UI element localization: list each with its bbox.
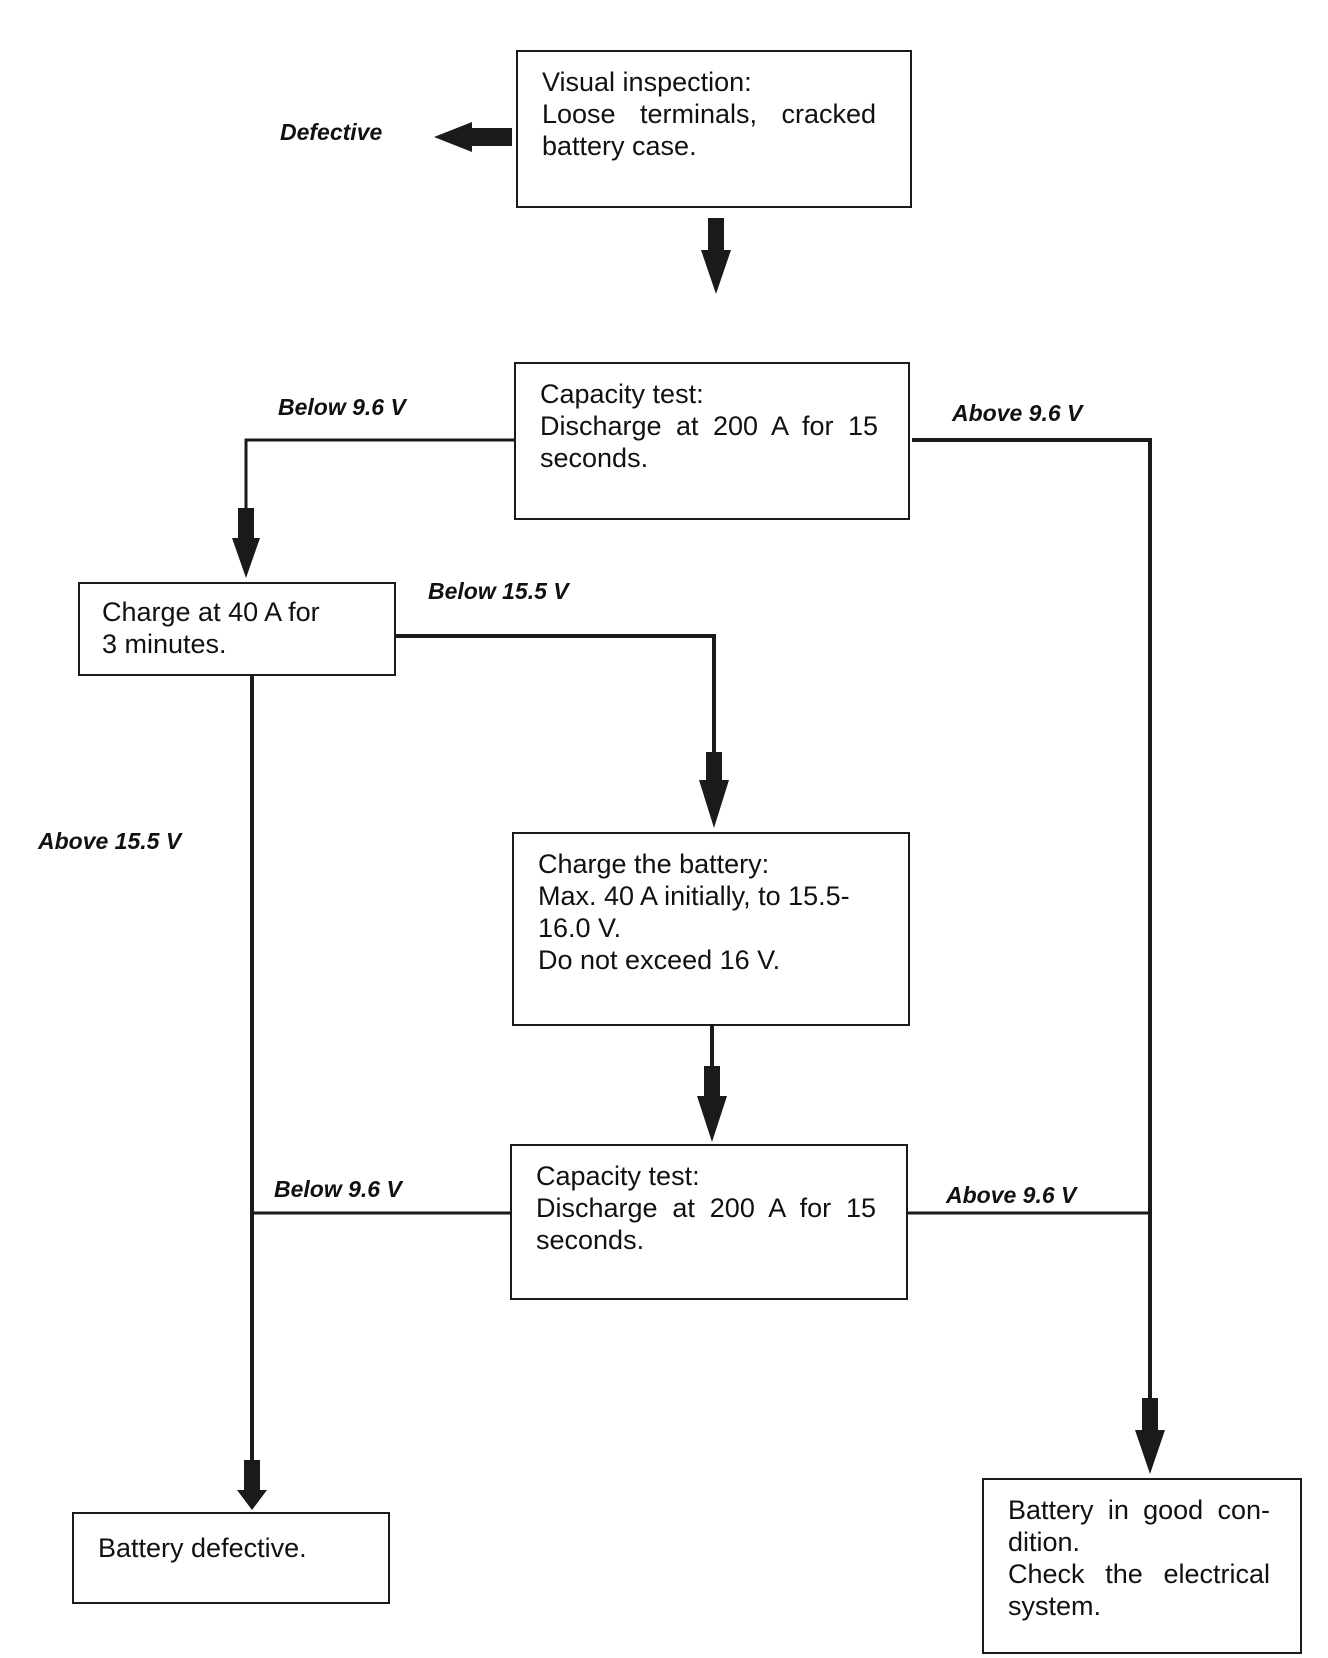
label-below-9-6-bottom: Below 9.6 V (274, 1176, 402, 1202)
label-above-9-6-top: Above 9.6 V (952, 400, 1083, 426)
box-line: Discharge at 200 A for 15 (540, 411, 878, 441)
box-line: Discharge at 200 A for 15 (536, 1193, 876, 1223)
box-line: Loose terminals, cracked (542, 99, 876, 129)
charge-the-battery-box: Charge the battery: Max. 40 A initially,… (512, 832, 910, 1026)
box-line: Capacity test: (540, 379, 704, 409)
box-line: 16.0 V. (538, 913, 622, 943)
box-line: 3 minutes. (102, 629, 227, 659)
box-line: seconds. (536, 1225, 645, 1255)
label-below-15-5: Below 15.5 V (428, 578, 569, 604)
charge-3-minutes-box: Charge at 40 A for 3 minutes. (78, 582, 396, 676)
battery-good-box: Battery in good con- dition. Check the e… (982, 1478, 1302, 1654)
label-above-15-5: Above 15.5 V (38, 828, 182, 854)
box-line: Battery in good con- (1008, 1495, 1270, 1525)
box-line: dition. (1008, 1527, 1081, 1557)
connector-capacity1-below (232, 438, 518, 578)
box-line: Max. 40 A initially, to 15.5- (538, 881, 850, 911)
box-line: Charge the battery: (538, 849, 770, 879)
label-defective: Defective (280, 119, 383, 145)
connector-capacity1-above (912, 438, 1165, 1474)
capacity-test-box-2: Capacity test: Discharge at 200 A for 15… (510, 1144, 908, 1300)
box-line: Check the electrical (1008, 1559, 1270, 1589)
arrow-charge-to-capacity-test (697, 1024, 727, 1142)
box-line: Charge at 40 A for (102, 597, 320, 627)
box-line: Battery defective. (98, 1533, 307, 1563)
box-line: Visual inspection: (542, 67, 752, 97)
visual-inspection-box: Visual inspection: Loose terminals, crac… (516, 50, 912, 208)
box-line: Capacity test: (536, 1161, 700, 1191)
arrow-defective (434, 122, 512, 152)
label-below-9-6-top: Below 9.6 V (278, 394, 406, 420)
arrow-inspection-to-capacity-test (701, 218, 731, 294)
connector-charge-below (396, 634, 729, 828)
box-line: Do not exceed 16 V. (538, 945, 781, 975)
connector-charge-above (237, 676, 267, 1510)
capacity-test-box-1: Capacity test: Discharge at 200 A for 15… (514, 362, 910, 520)
label-above-9-6-bottom: Above 9.6 V (946, 1182, 1077, 1208)
box-line: seconds. (540, 443, 649, 473)
box-line: system. (1008, 1591, 1102, 1621)
box-line: battery case. (542, 131, 697, 161)
battery-defective-box: Battery defective. (72, 1512, 390, 1604)
